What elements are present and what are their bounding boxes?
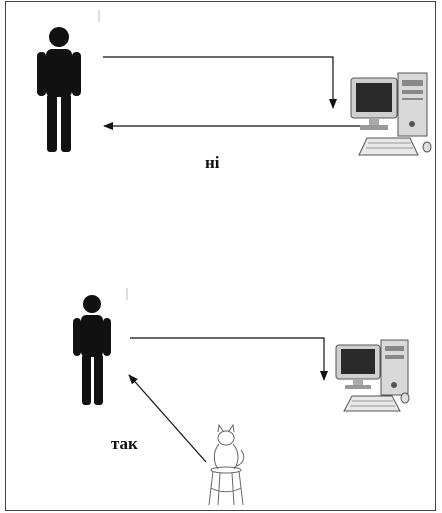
no-label: ні: [205, 153, 220, 172]
bottom-person-icon: [73, 295, 111, 405]
cat-on-stool-icon: [208, 423, 245, 506]
bottom-computer-icon: [335, 339, 410, 412]
top-computer-icon: [350, 72, 432, 156]
frame-border: [5, 1, 436, 511]
bottom-request-arrow: [130, 337, 328, 381]
top-request-arrow: [103, 56, 337, 109]
yes-label: так: [111, 434, 138, 453]
top-person-icon: [37, 27, 81, 152]
bottom-response-arrow: [128, 374, 207, 463]
